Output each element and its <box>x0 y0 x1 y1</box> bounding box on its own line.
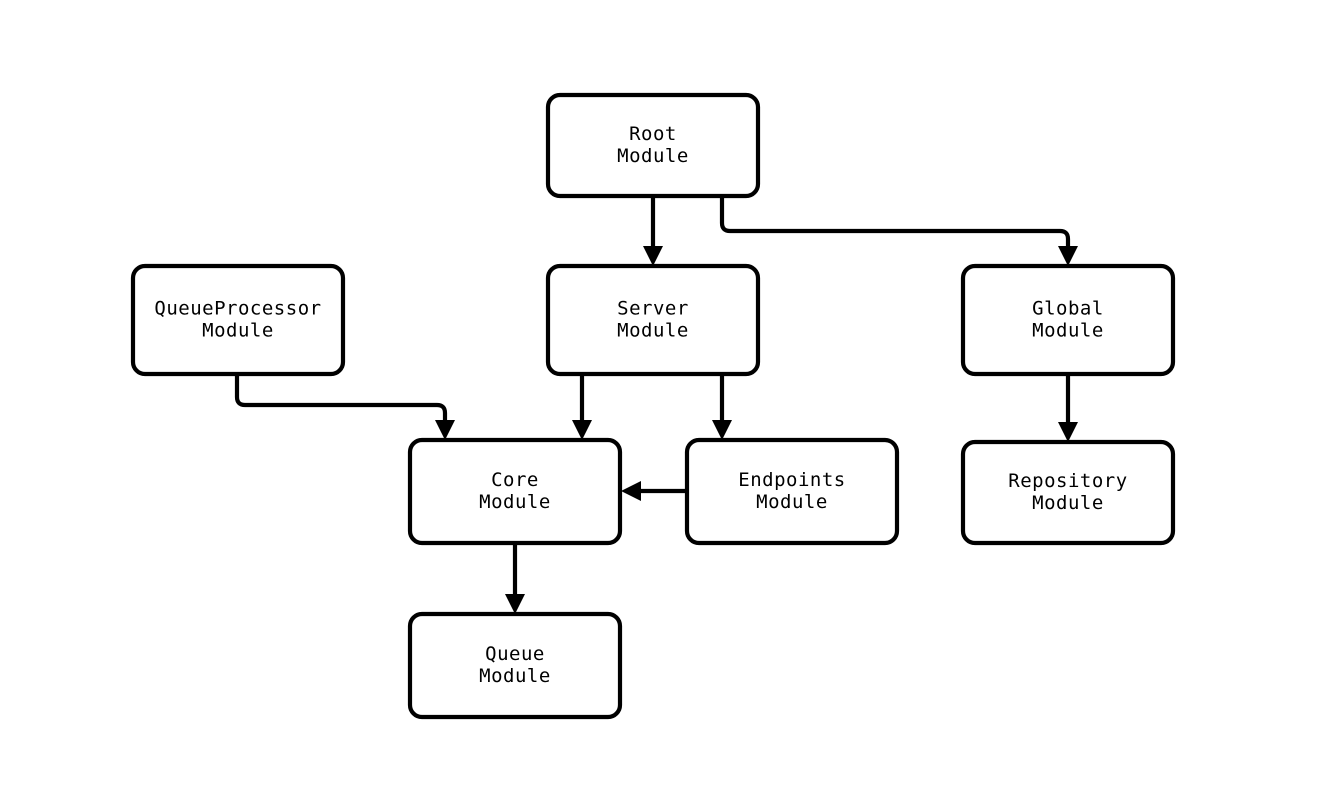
edge-server-to-core <box>572 374 592 440</box>
edge-core-to-queue <box>505 543 525 614</box>
node-box[interactable] <box>960 439 1176 546</box>
edge-root-to-global <box>719 196 1078 266</box>
arrowhead-icon <box>1058 422 1078 442</box>
arrowhead-icon <box>621 481 641 501</box>
node-box[interactable] <box>407 437 623 546</box>
node-label-line2: Module <box>1032 492 1104 514</box>
arrowhead-icon <box>1058 246 1078 266</box>
node-box[interactable] <box>407 611 623 720</box>
nodes-layer: RootModuleQueueProcessorModuleServerModu… <box>130 92 1176 720</box>
node-label-line2: Module <box>617 320 689 342</box>
node-box[interactable] <box>130 263 346 377</box>
edge-server-to-endpoints <box>712 374 732 440</box>
node-label-line2: Module <box>479 491 551 513</box>
edge-root-to-server <box>643 196 663 266</box>
edge-endpoints-to-core <box>621 481 687 501</box>
node-label-line1: Repository <box>1008 470 1127 492</box>
node-label-line2: Module <box>202 320 274 342</box>
node-label-line1: Endpoints <box>738 469 845 491</box>
node-box[interactable] <box>684 437 900 546</box>
edge-line <box>719 196 1071 252</box>
edge-line <box>234 374 448 426</box>
node-label-line1: Core <box>491 469 539 491</box>
node-label-line1: Global <box>1032 298 1104 320</box>
node-label-line1: QueueProcessor <box>154 298 321 320</box>
node-label-line1: Root <box>629 123 677 145</box>
node-label-line2: Module <box>617 145 689 167</box>
edge-global-to-repository <box>1058 374 1078 442</box>
edges-layer <box>234 196 1078 614</box>
arrowhead-icon <box>712 420 732 440</box>
edge-queueprocessor-to-core <box>234 374 455 440</box>
node-box[interactable] <box>545 92 761 199</box>
node-label-line1: Queue <box>485 643 545 665</box>
arrowhead-icon <box>435 420 455 440</box>
node-label-line2: Module <box>756 491 828 513</box>
arrowhead-icon <box>643 246 663 266</box>
node-box[interactable] <box>960 263 1176 377</box>
node-label-line2: Module <box>479 665 551 687</box>
node-label-line2: Module <box>1032 320 1104 342</box>
node-box[interactable] <box>545 263 761 377</box>
node-label-line1: Server <box>617 298 689 320</box>
arrowhead-icon <box>505 594 525 614</box>
arrowhead-icon <box>572 420 592 440</box>
